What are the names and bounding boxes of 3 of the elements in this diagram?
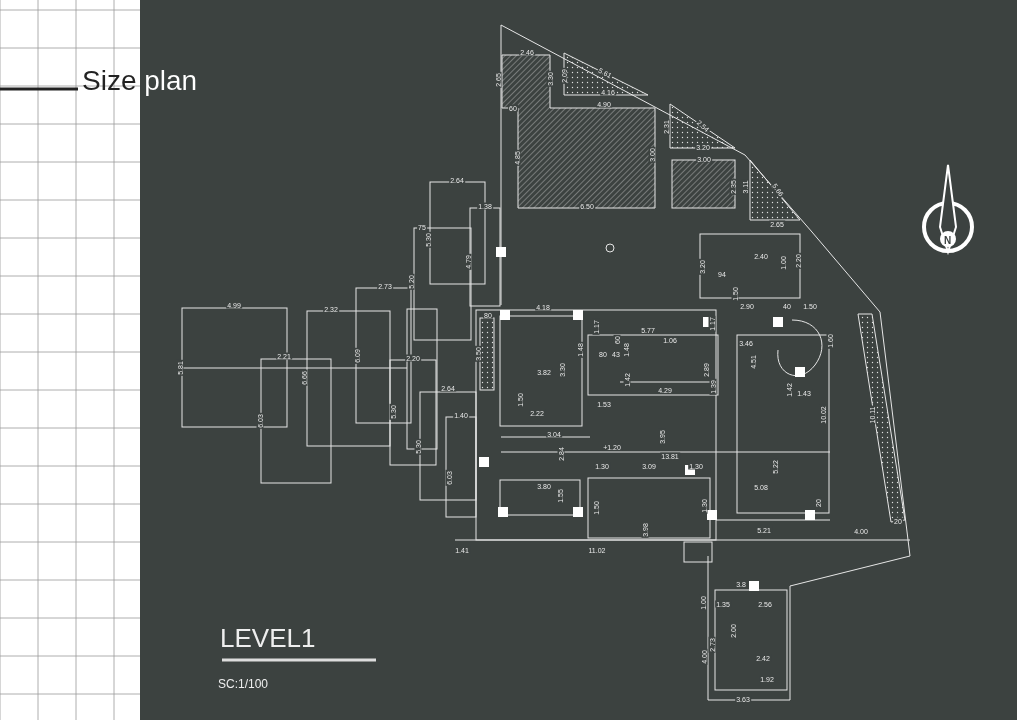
level-label: LEVEL1 — [220, 623, 316, 654]
scale-label: SC:1/100 — [218, 677, 269, 691]
north-label: N — [944, 235, 952, 246]
